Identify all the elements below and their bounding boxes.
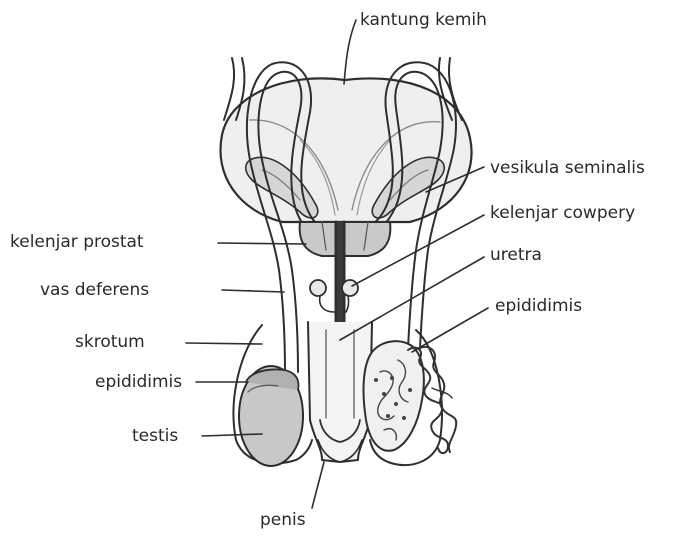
leader-kantung-kemih xyxy=(344,20,356,84)
label-epididimis-left: epididimis xyxy=(95,374,182,391)
testis-right xyxy=(364,341,424,451)
penis-shaft xyxy=(308,322,372,462)
bladder-shape xyxy=(220,78,471,222)
label-uretra: uretra xyxy=(490,247,542,264)
cowper-glands xyxy=(310,280,358,312)
leader-skrotum xyxy=(186,343,262,344)
label-testis: testis xyxy=(132,428,178,445)
label-vesikula-seminalis: vesikula seminalis xyxy=(490,160,645,177)
leader-kelenjar-prostat xyxy=(218,243,306,244)
label-penis: penis xyxy=(260,512,306,529)
label-kelenjar-cowpery: kelenjar cowpery xyxy=(490,205,635,222)
label-kelenjar-prostat: kelenjar prostat xyxy=(10,234,144,251)
label-vas-deferens: vas deferens xyxy=(40,282,149,299)
leader-uretra xyxy=(340,257,484,340)
label-epididimis-right: epididimis xyxy=(495,298,582,315)
label-kantung-kemih: kantung kemih xyxy=(360,12,487,29)
leader-penis xyxy=(312,462,324,508)
leader-epididimis-right xyxy=(412,308,488,352)
leader-vas-deferens xyxy=(222,290,284,292)
testis-left xyxy=(239,366,303,466)
label-skrotum: skrotum xyxy=(75,334,145,351)
